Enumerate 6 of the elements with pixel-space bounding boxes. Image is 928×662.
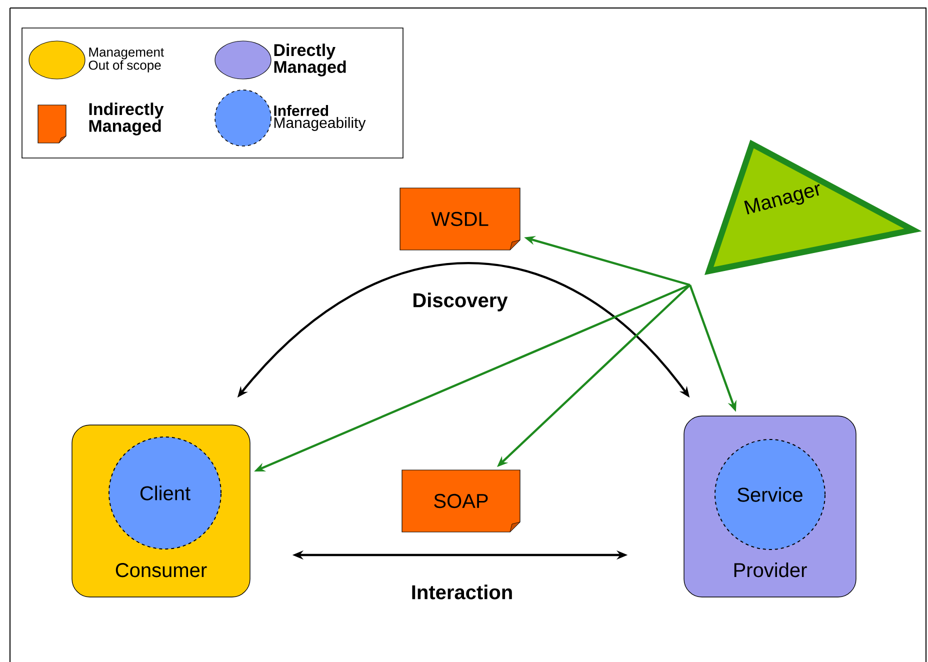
legend-label: Indirectly Managed (89, 102, 164, 136)
edge-label: Discovery (411, 292, 509, 312)
edge-label: Interaction (410, 584, 514, 600)
legend-label: Management Out of scope (88, 48, 164, 72)
legend-label: Inferred Manageability (274, 105, 366, 131)
legend-label: Directly Managed (274, 44, 346, 76)
